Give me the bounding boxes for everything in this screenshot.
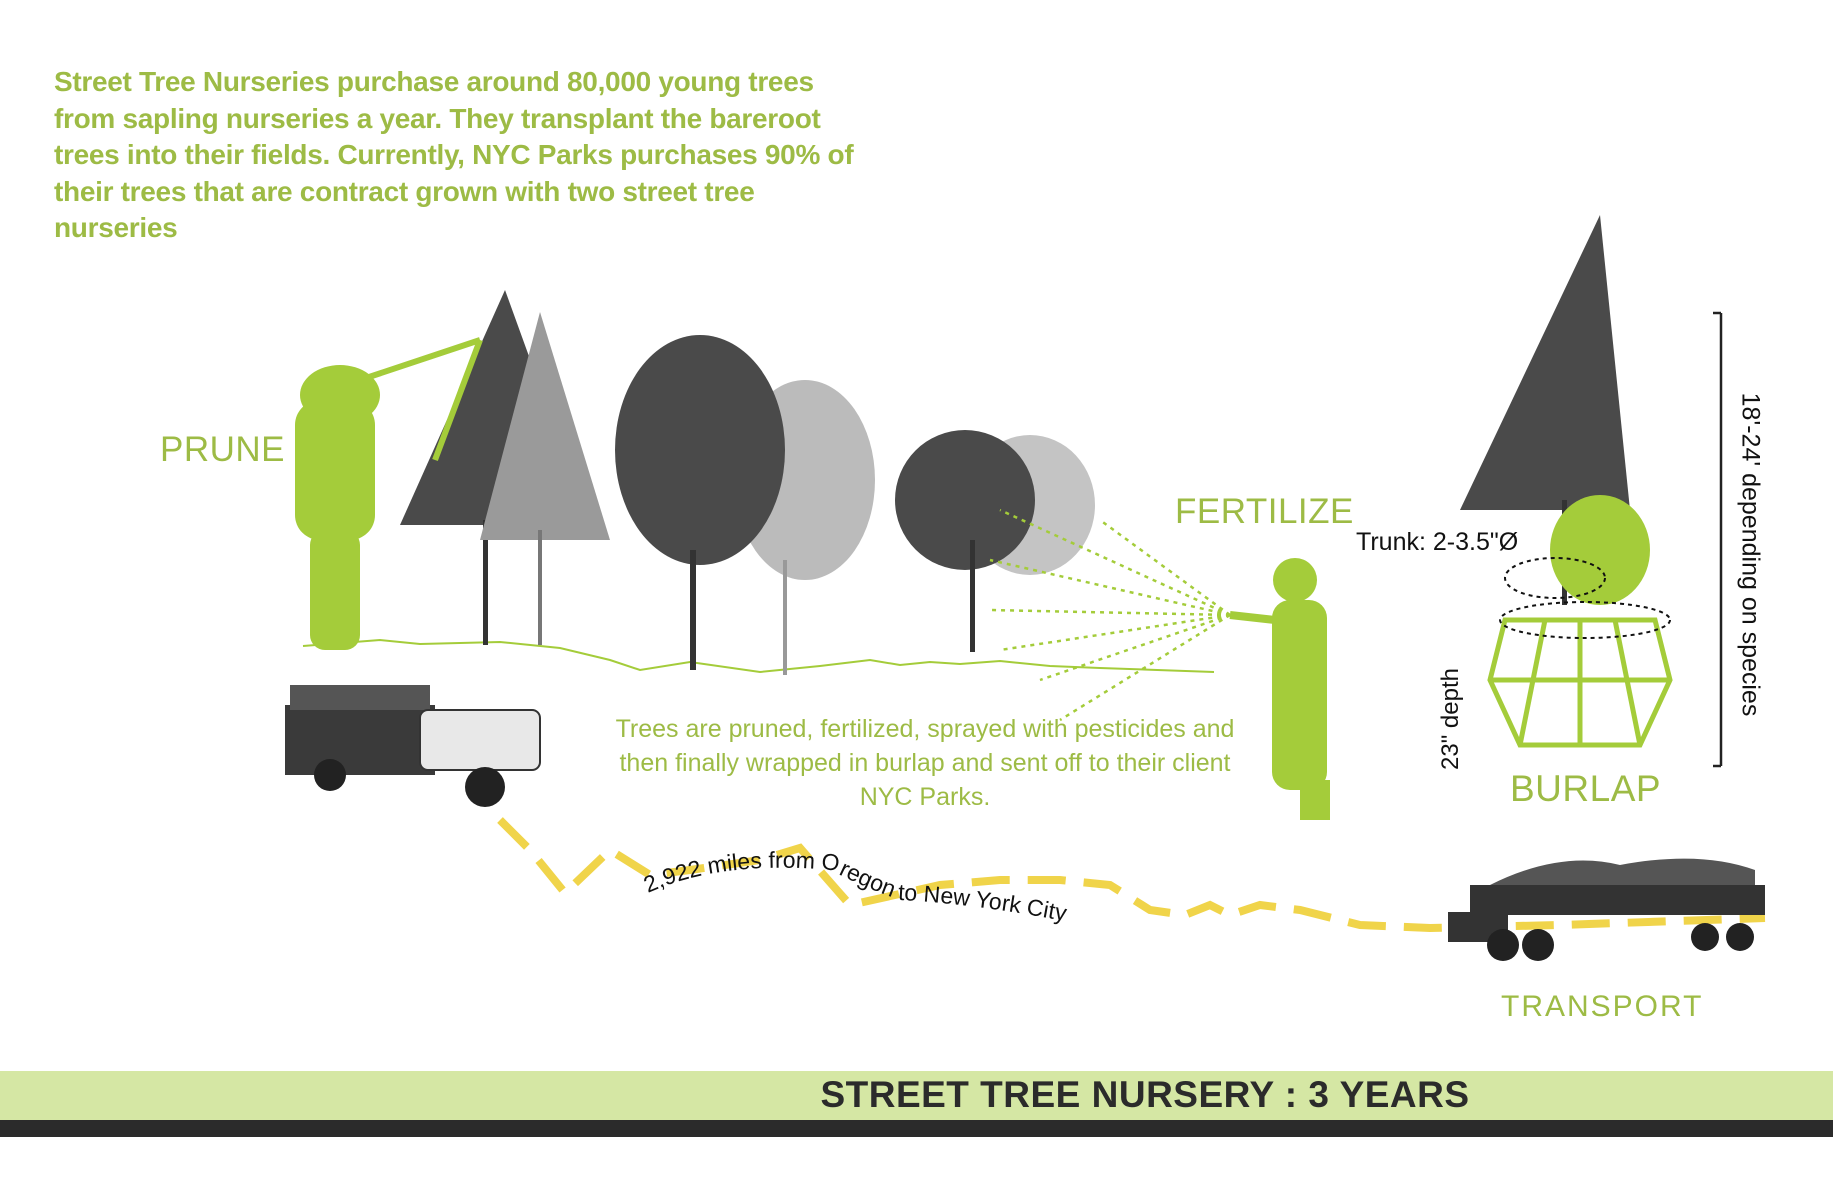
process-description: Trees are pruned, fertilized, sprayed wi… — [615, 715, 1235, 811]
route-path — [497, 817, 1766, 933]
tree-icon — [480, 312, 610, 645]
step-label-fertilize: FERTILIZE — [1175, 492, 1354, 531]
step-label-burlap: BURLAP — [1510, 768, 1662, 809]
footer-dark-band — [0, 1120, 1833, 1137]
footer-title: STREET TREE NURSERY : 3 YEARS — [820, 1074, 1470, 1115]
tree-icon — [895, 430, 1035, 652]
burlap-ball-icon — [1487, 617, 1673, 748]
footer-band — [0, 1071, 1833, 1120]
flatbed-truck-icon — [1448, 858, 1765, 961]
height-bracket — [1713, 311, 1723, 768]
ball-top-ring — [1499, 601, 1671, 639]
intro-paragraph: Street Tree Nurseries purchase around 80… — [54, 66, 854, 243]
burlap-figure-icon — [1550, 495, 1650, 605]
height-dimension-label: 18'-24' depending on species — [1736, 392, 1765, 717]
step-label-transport: TRANSPORT — [1501, 990, 1704, 1023]
tree-row — [400, 215, 1630, 675]
small-truck-icon — [285, 685, 541, 807]
step-label-prune: PRUNE — [160, 430, 286, 469]
tree-icon — [615, 335, 785, 670]
route-label: 2,922 miles from Oregon to New York City — [640, 847, 1070, 927]
ground-line — [302, 638, 1215, 674]
spray-icon — [989, 508, 1231, 722]
pruner-figure-icon — [295, 337, 483, 650]
trunk-dimension-label: Trunk: 2-3.5"Ø — [1356, 528, 1519, 556]
fertilizer-figure-icon — [1229, 558, 1330, 820]
trunk-diameter-ring — [1504, 557, 1606, 599]
depth-dimension-label: 23" depth — [1436, 668, 1464, 770]
